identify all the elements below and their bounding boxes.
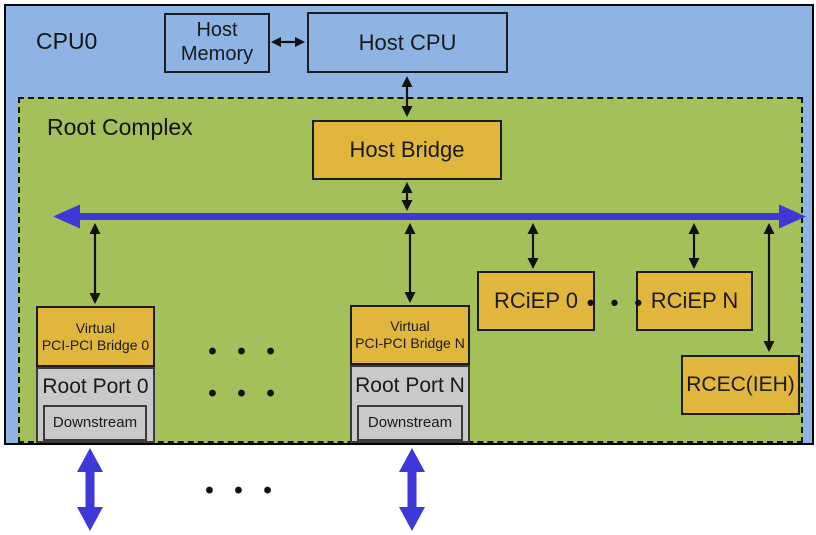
host-bridge-label: Host Bridge (349, 137, 465, 163)
virtual-bridge-n-line1: Virtual (390, 318, 430, 335)
ellipsis-rciep: • • • (586, 290, 648, 315)
host-bridge-box: Host Bridge (312, 120, 502, 180)
rcec-ieh-label: RCEC(IEH) (686, 372, 795, 396)
ellipsis-bridges-row2: • • • (208, 380, 282, 407)
downstream-n-box: Downstream (357, 405, 463, 441)
virtual-bridge-n-line2: PCI-PCI Bridge N (355, 335, 465, 351)
rcec-ieh-box: RCEC(IEH) (681, 355, 800, 415)
host-memory-label: Host Memory (180, 19, 254, 65)
rciep-0-label: RCiEP 0 (494, 288, 578, 314)
rciep-n-label: RCiEP N (650, 288, 739, 314)
host-cpu-box: Host CPU (307, 12, 508, 73)
cpu0-label: CPU0 (36, 28, 98, 54)
root-complex-label: Root Complex (47, 114, 193, 140)
ellipsis-external: • • • (205, 477, 279, 504)
downstream-0-box: Downstream (43, 405, 147, 441)
rciep-n-box: RCiEP N (636, 271, 753, 331)
root-port-n-label: Root Port N (355, 374, 465, 397)
host-cpu-label: Host CPU (358, 29, 457, 55)
virtual-bridge-n-box: Virtual PCI-PCI Bridge N (350, 305, 470, 365)
downstream-0-label: Downstream (52, 414, 138, 432)
root-port-0-label: Root Port 0 (42, 375, 149, 398)
downstream-n-label: Downstream (367, 414, 453, 432)
external-link-0-arrow (77, 448, 103, 531)
virtual-bridge-0-line1: Virtual (75, 319, 116, 336)
rciep-0-box: RCiEP 0 (477, 271, 595, 331)
host-memory-box: Host Memory (164, 13, 270, 73)
external-link-n-arrow (399, 448, 425, 531)
virtual-bridge-0-box: Virtual PCI-PCI Bridge 0 (36, 306, 155, 367)
virtual-bridge-0-line2: PCI-PCI Bridge 0 (41, 336, 150, 353)
ellipsis-bridges-row1: • • • (208, 338, 282, 365)
